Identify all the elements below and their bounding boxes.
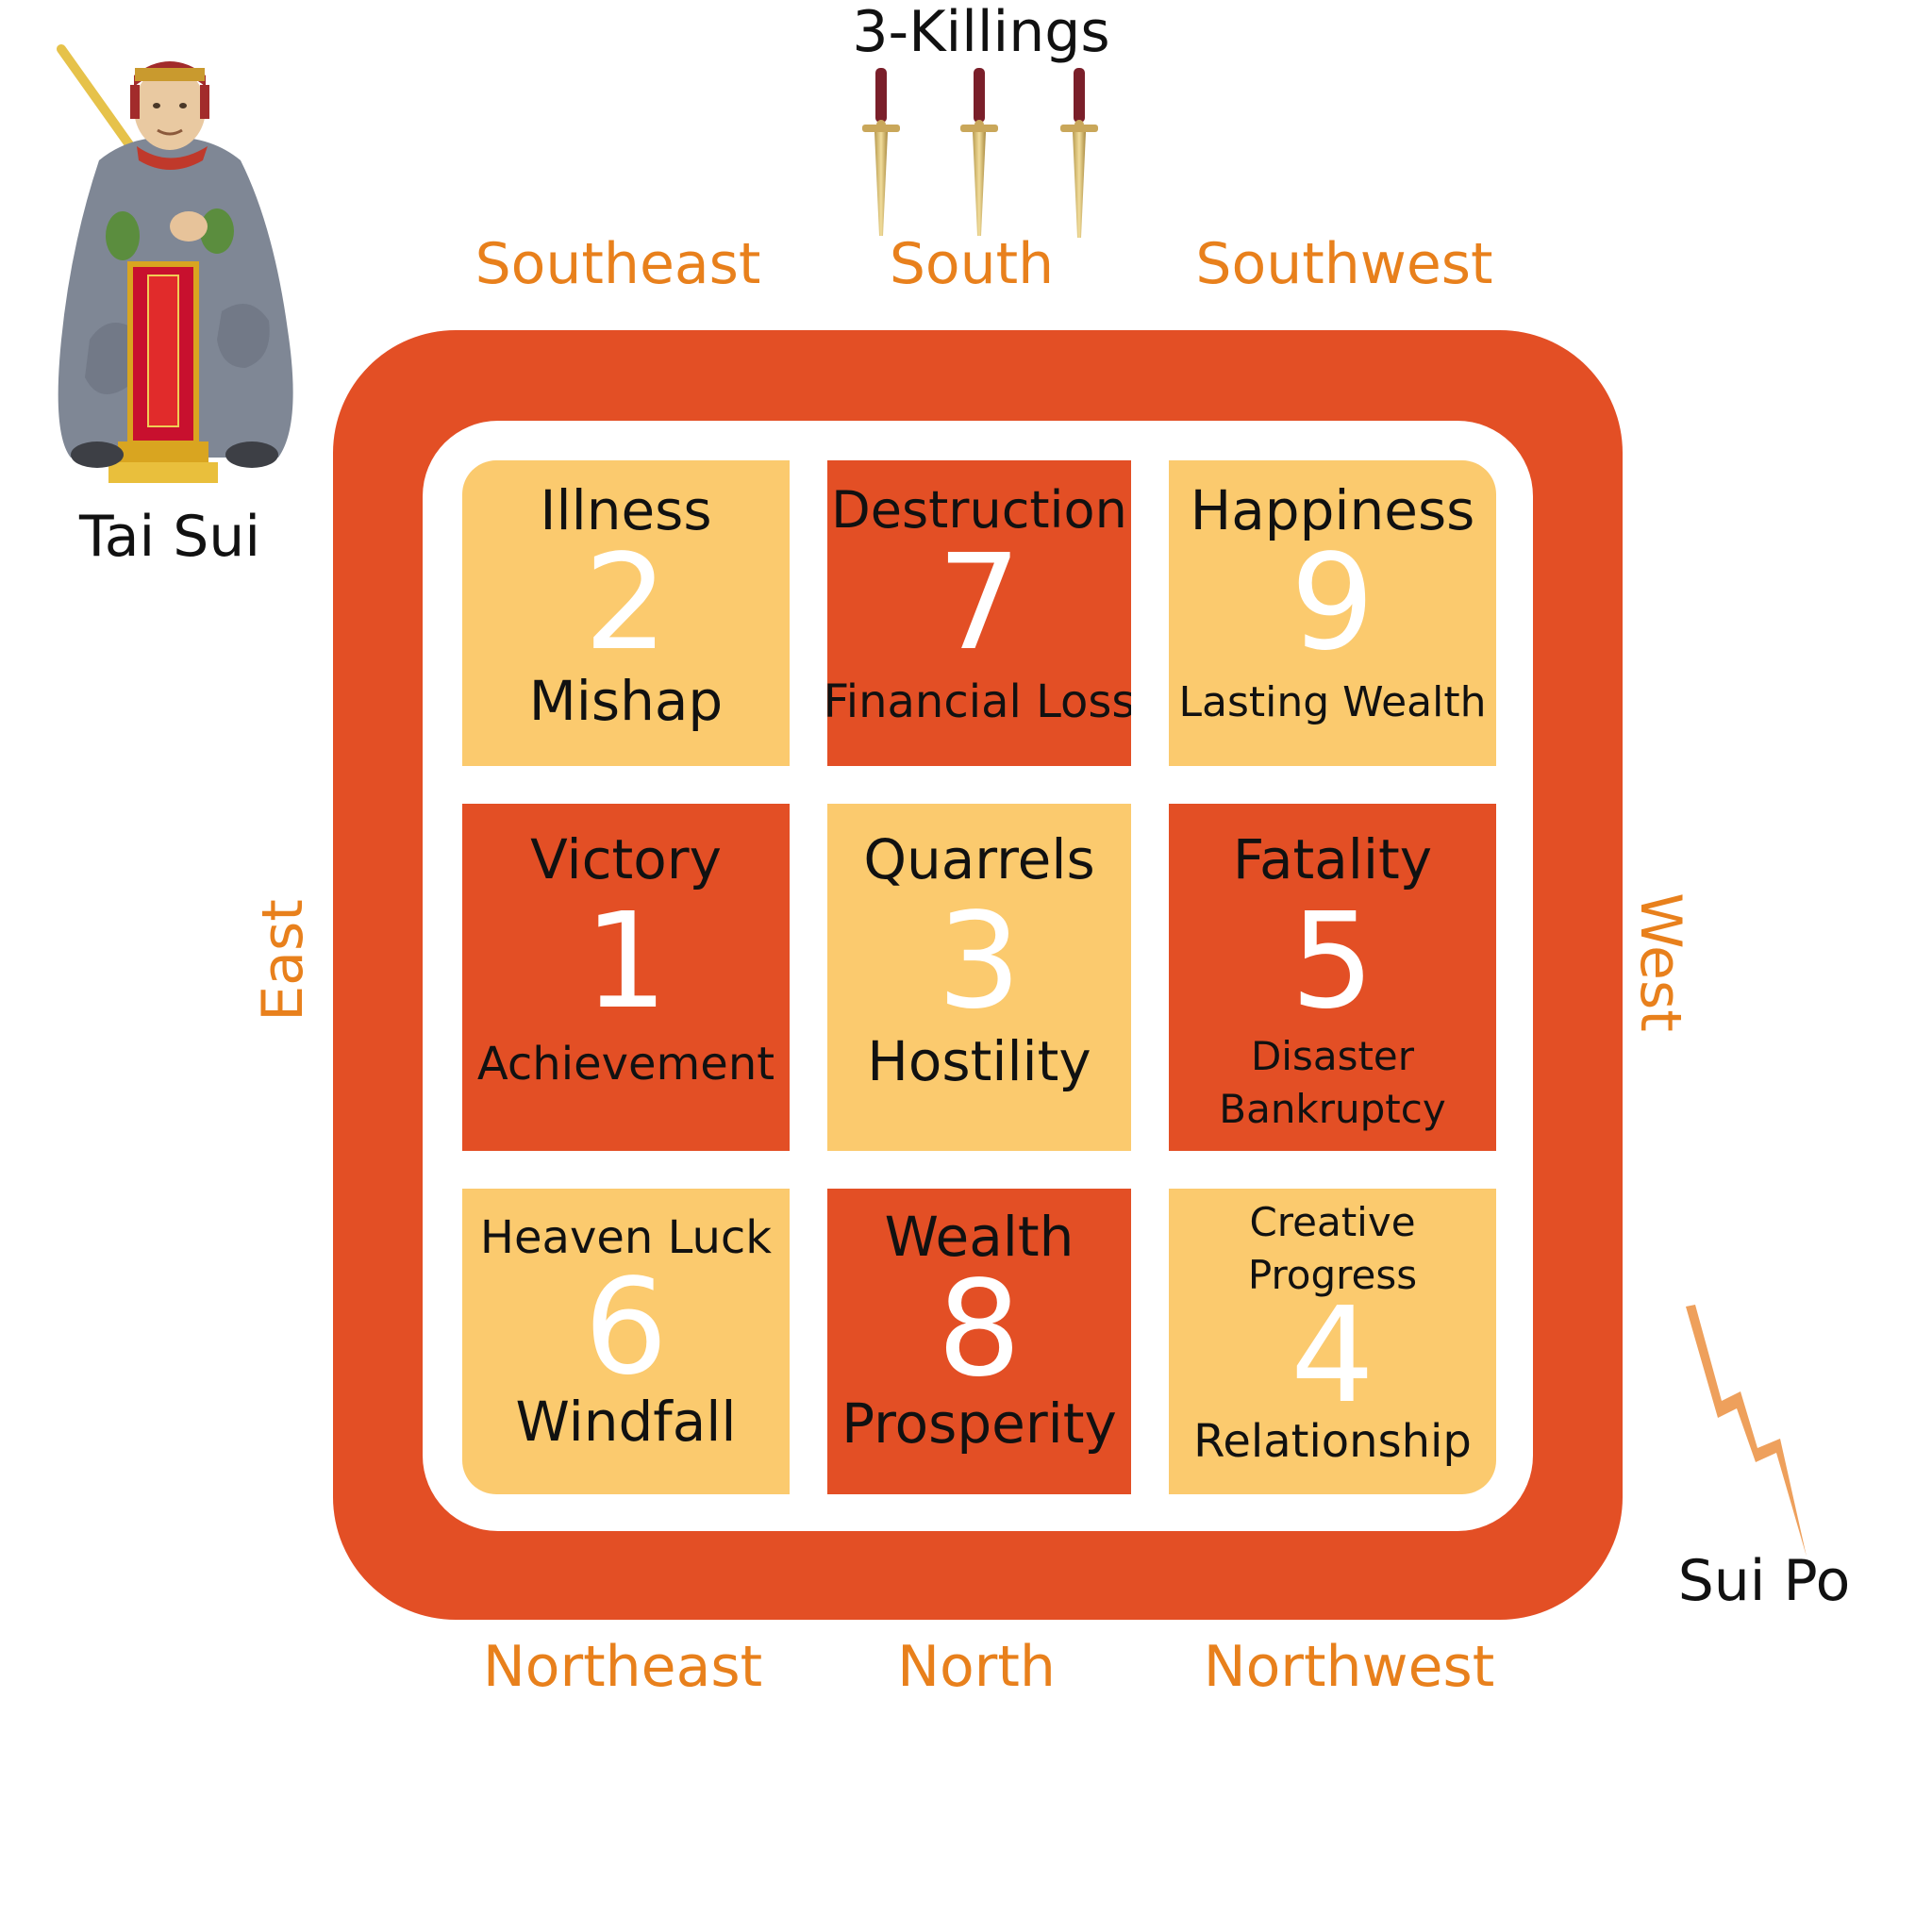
direction-southwest: Southwest <box>1195 231 1493 297</box>
cell-number: 1 <box>583 885 669 1039</box>
cell-number: 3 <box>937 885 1022 1039</box>
cell-meaning-line1: Disaster <box>1250 1033 1415 1079</box>
cell-number: 2 <box>583 526 669 680</box>
cell-title: Heaven Luck <box>479 1211 773 1264</box>
grid-cell-southeast: Illness 2 Mishap <box>462 460 790 766</box>
three-killings-label: 3-Killings <box>852 0 1110 65</box>
cell-meaning: Mishap <box>528 669 724 733</box>
direction-south: South <box>889 231 1055 297</box>
grid-cell-north: Wealth 8 Prosperity <box>827 1189 1131 1494</box>
direction-west: West <box>1627 892 1693 1032</box>
cell-number: 4 <box>1290 1279 1375 1433</box>
direction-southeast: Southeast <box>475 231 761 297</box>
direction-east: East <box>250 899 316 1022</box>
dagger-icon <box>1060 68 1098 238</box>
cell-meaning: Achievement <box>476 1038 775 1091</box>
cell-number: 6 <box>583 1251 669 1405</box>
grid-cell-west: Fatality 5 Disaster Bankruptcy <box>1169 804 1496 1151</box>
grid-cell-northeast: Heaven Luck 6 Windfall <box>462 1189 790 1494</box>
direction-northwest: Northwest <box>1203 1634 1495 1700</box>
direction-northeast: Northeast <box>482 1634 763 1700</box>
three-killings-daggers <box>862 68 1098 238</box>
grid-cell-southwest: Happiness 9 Lasting Wealth <box>1169 460 1496 766</box>
cell-title: Quarrels <box>863 827 1095 891</box>
grid-cell-east: Victory 1 Achievement <box>462 804 790 1151</box>
cell-meaning: Lasting Wealth <box>1178 678 1487 726</box>
cell-title: Victory <box>530 827 722 891</box>
cell-meaning: Relationship <box>1193 1415 1472 1468</box>
cell-meaning: Hostility <box>867 1029 1091 1093</box>
cell-number: 5 <box>1290 885 1375 1039</box>
cell-number: 9 <box>1290 526 1375 680</box>
grid-cell-center: Quarrels 3 Hostility <box>827 804 1131 1151</box>
direction-north: North <box>897 1634 1056 1700</box>
cell-meaning: Windfall <box>515 1390 737 1454</box>
cell-number: 7 <box>937 526 1022 680</box>
dagger-icon <box>862 68 900 236</box>
dagger-icon <box>960 68 998 236</box>
cell-title: Fatality <box>1232 827 1433 891</box>
cell-title-line2: Progress <box>1247 1252 1418 1298</box>
grid-cell-south: Destruction 7 Financial Loss <box>827 460 1131 766</box>
tai-sui-statue-icon <box>57 44 293 483</box>
cell-title: Wealth <box>884 1205 1074 1269</box>
cell-title: Illness <box>540 478 712 542</box>
cell-title-line1: Creative <box>1249 1199 1416 1245</box>
cell-meaning-line2: Bankruptcy <box>1219 1086 1446 1132</box>
tai-sui-label: Tai Sui <box>78 504 260 570</box>
cell-title: Destruction <box>831 480 1127 540</box>
sui-po-label: Sui Po <box>1677 1548 1851 1614</box>
cell-meaning: Financial Loss <box>827 675 1131 728</box>
cell-meaning: Prosperity <box>841 1391 1117 1456</box>
cell-title: Happiness <box>1190 478 1475 542</box>
cell-number: 8 <box>937 1253 1022 1407</box>
grid-cell-northwest: Creative Progress 4 Relationship <box>1169 1189 1496 1494</box>
lightning-bolt-icon <box>1686 1305 1807 1557</box>
